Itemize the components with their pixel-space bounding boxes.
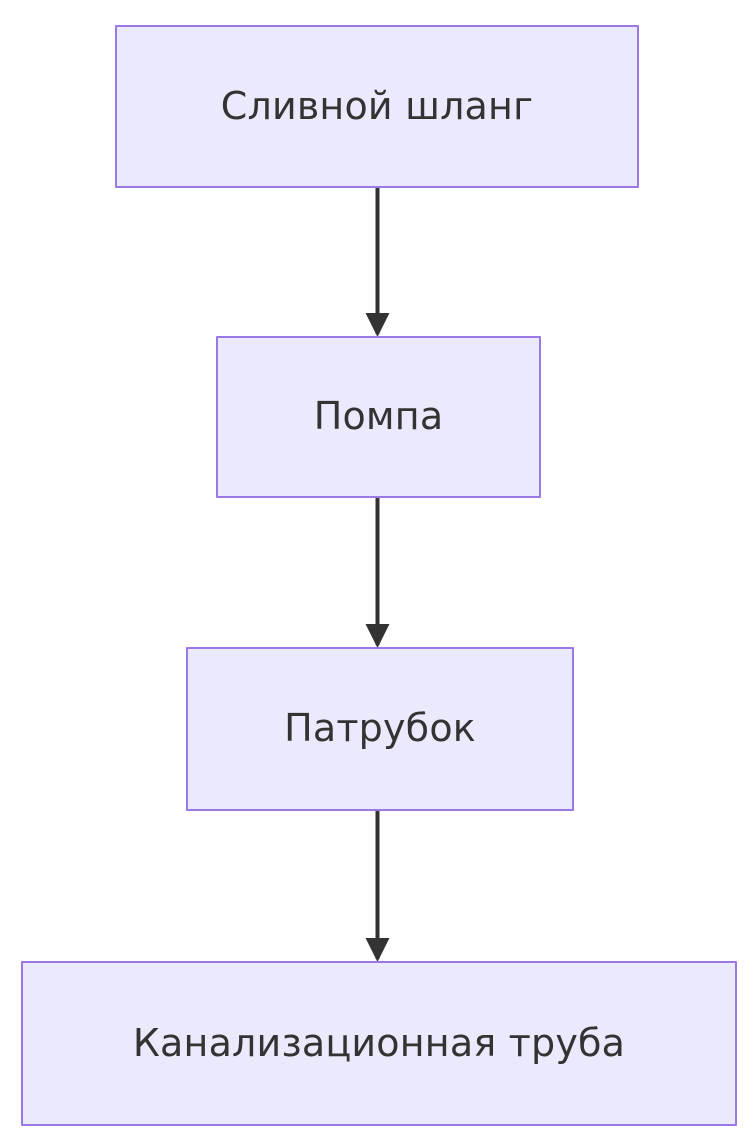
node-sewer-pipe-label: Канализационная труба (132, 1020, 626, 1065)
node-pump-label: Помпа (313, 394, 444, 439)
node-sewer-pipe[interactable]: Канализационная труба (21, 961, 737, 1126)
node-drain-hose-label: Сливной шланг (220, 83, 534, 128)
node-nozzle[interactable]: Патрубок (186, 647, 574, 811)
node-nozzle-label: Патрубок (284, 706, 476, 751)
node-drain-hose[interactable]: Сливной шланг (115, 25, 639, 188)
node-pump[interactable]: Помпа (216, 336, 541, 498)
